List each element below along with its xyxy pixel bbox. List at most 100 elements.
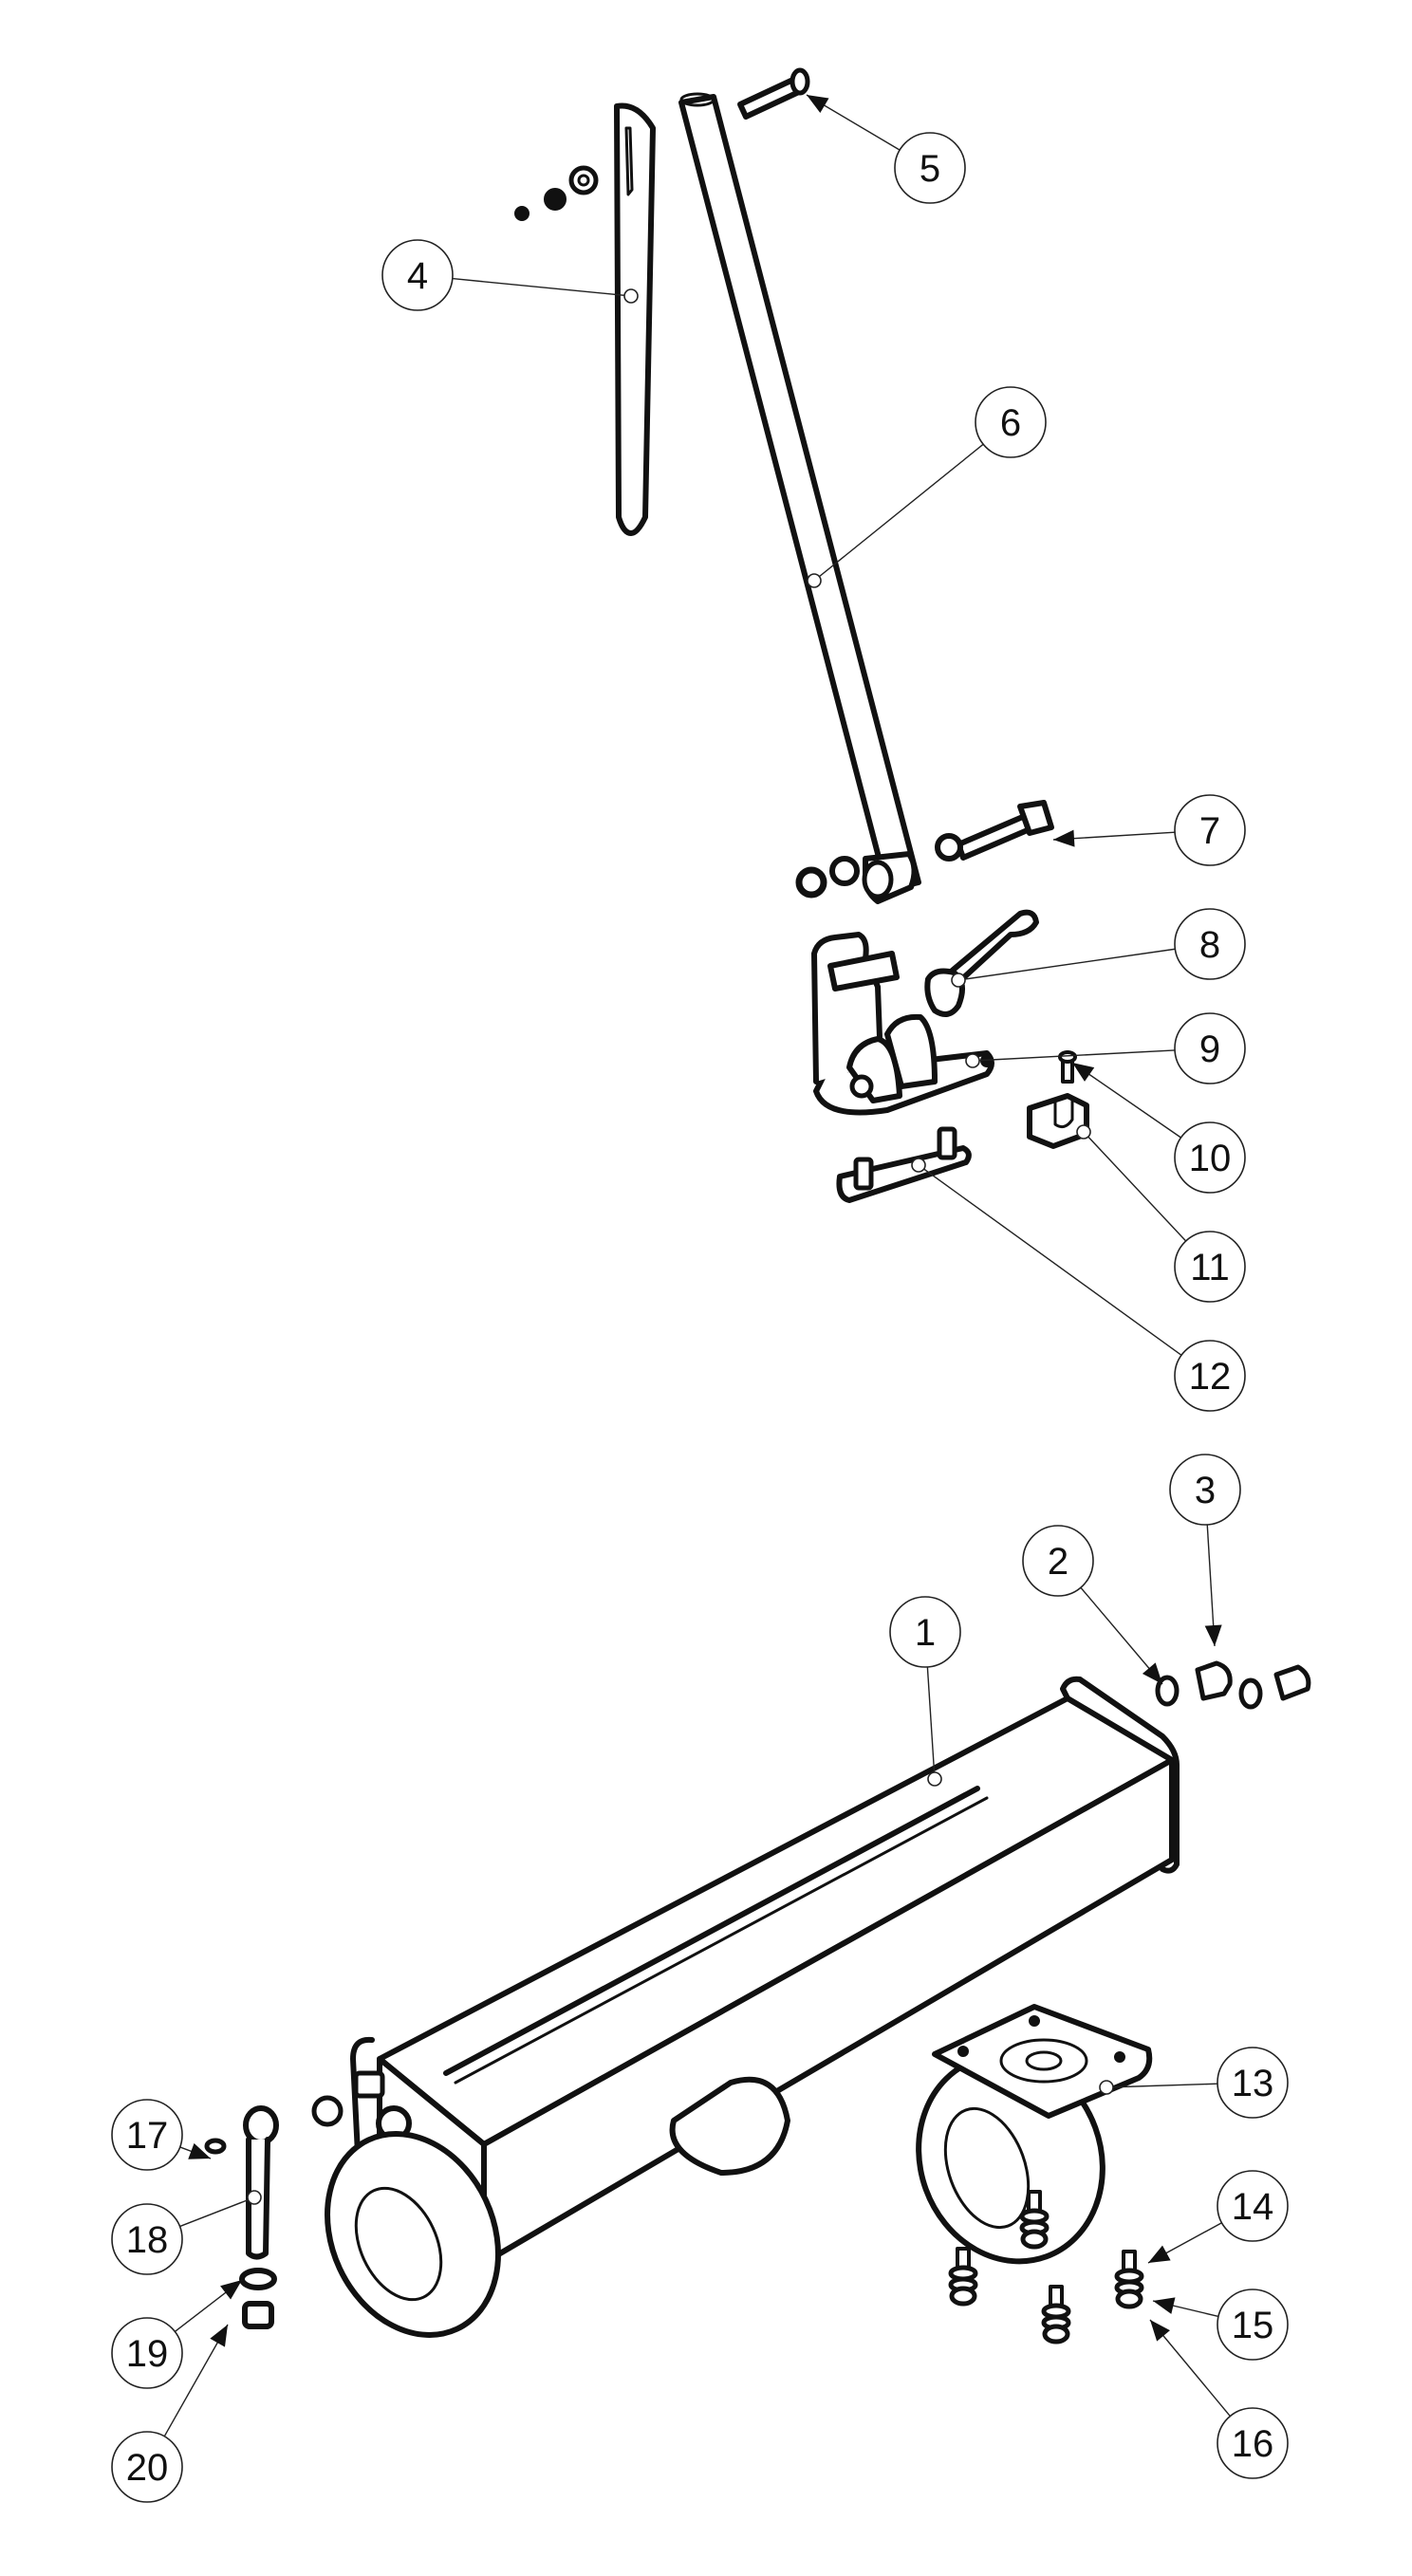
part-12-base-plate (836, 1126, 972, 1203)
balloon-number: 2 (1048, 1541, 1068, 1583)
balloon-circle (1217, 2170, 1289, 2242)
balloon-circle (1217, 2047, 1289, 2119)
leader-dot-icon (965, 1053, 980, 1068)
leader-dot-icon (1099, 2080, 1114, 2095)
arrowhead-icon (1053, 829, 1075, 847)
leader-dot-icon (927, 1771, 942, 1787)
part-4-tapered-handle (514, 102, 656, 536)
balloon-number: 1 (915, 1612, 936, 1654)
leader-line (1083, 1131, 1187, 1242)
arrowhead-icon (1072, 1063, 1095, 1082)
balloon-number: 9 (1199, 1029, 1220, 1070)
callout-10: 10 (1071, 1062, 1246, 1194)
part-6-tube-arm (678, 92, 921, 904)
balloon-circle (1217, 2407, 1289, 2479)
balloon-number: 20 (126, 2447, 169, 2489)
part-13-caster-wheels (325, 2004, 1153, 2338)
arrowhead-icon (1150, 2320, 1170, 2342)
callout-15: 15 (1152, 2289, 1289, 2361)
balloon-circle (381, 239, 454, 311)
balloon-number: 3 (1195, 1470, 1216, 1511)
callout-6: 6 (807, 386, 1047, 588)
balloon-number: 8 (1199, 924, 1220, 966)
arrowhead-icon (1204, 1624, 1222, 1646)
arrowhead-icon (807, 95, 829, 113)
part-9-bracket (811, 932, 994, 1116)
callout-19: 19 (111, 2279, 243, 2389)
leader-line (1080, 1586, 1163, 1685)
balloon-circle (111, 2431, 183, 2503)
leader-dot-icon (623, 288, 639, 304)
callout-13: 13 (1099, 2047, 1289, 2119)
part-11-clamp-block (1027, 1093, 1089, 1149)
balloon-circle (1174, 794, 1246, 866)
balloon-circle (1217, 2289, 1289, 2361)
part-10-small-screw (1058, 1050, 1077, 1084)
arrowhead-icon (1153, 2297, 1176, 2314)
leader-line (813, 443, 984, 582)
balloon-circle (1022, 1525, 1094, 1597)
leader-line (1071, 1062, 1181, 1139)
balloon-number: 11 (1190, 1247, 1230, 1288)
balloon-circle (1174, 1012, 1246, 1084)
callout-14: 14 (1147, 2170, 1289, 2264)
leader-line (179, 2196, 255, 2228)
part-14-16-bolt-sets (948, 2190, 1144, 2344)
balloon-number: 17 (126, 2115, 169, 2157)
callout-16: 16 (1149, 2319, 1289, 2479)
part-5-pin (737, 67, 810, 120)
balloon-circle (889, 1596, 961, 1668)
balloon-number: 14 (1232, 2186, 1274, 2228)
balloon-number: 12 (1189, 1356, 1232, 1398)
balloon-number: 16 (1232, 2423, 1274, 2465)
leader-line (957, 948, 1176, 981)
callout-11: 11 (1076, 1124, 1246, 1303)
callout-9: 9 (965, 1012, 1246, 1084)
leader-line (452, 277, 632, 297)
callout-3: 3 (1169, 1454, 1241, 1647)
balloon-number: 5 (920, 148, 940, 190)
callout-17: 17 (111, 2099, 212, 2171)
leader-dot-icon (911, 1158, 926, 1173)
leader-line (163, 2324, 229, 2437)
balloon-number: 4 (407, 255, 428, 297)
balloon-number: 18 (126, 2219, 169, 2261)
arrowhead-icon (1148, 2245, 1171, 2263)
part-8-clamp-lever (924, 909, 1039, 1017)
arrowhead-icon (188, 2142, 211, 2159)
part-7-hex-bolt (795, 800, 1054, 899)
leader-line (926, 1666, 936, 1780)
balloon-circle (1174, 1340, 1246, 1412)
balloon-circle (111, 2099, 183, 2171)
callout-4: 4 (381, 239, 639, 311)
balloon-number: 6 (1000, 402, 1021, 444)
balloon-circle (111, 2317, 183, 2389)
arrowhead-icon (220, 2280, 242, 2300)
callout-8: 8 (951, 908, 1246, 988)
leader-dot-icon (807, 573, 822, 588)
balloon-circle (975, 386, 1047, 458)
callout-12: 12 (911, 1158, 1246, 1412)
balloon-number: 7 (1199, 810, 1220, 852)
leader-line (1149, 2319, 1231, 2417)
balloon-number: 15 (1232, 2305, 1274, 2346)
callout-7: 7 (1052, 794, 1246, 866)
leader-line (918, 1164, 1182, 1356)
part-17-20-eye-bolt-set (204, 2105, 279, 2329)
callout-2: 2 (1022, 1525, 1163, 1685)
balloon-number: 13 (1232, 2063, 1274, 2104)
leader-line (972, 1049, 1176, 1062)
callout-20: 20 (111, 2324, 229, 2503)
leader-line (1105, 2083, 1218, 2088)
balloon-circle (1174, 1121, 1246, 1194)
balloon-circle (1174, 908, 1246, 980)
callout-18: 18 (111, 2190, 262, 2275)
leader-dot-icon (951, 973, 966, 988)
leader-dot-icon (247, 2190, 262, 2205)
callout-1: 1 (889, 1596, 961, 1787)
leader-dot-icon (1076, 1124, 1091, 1140)
part-2-3-washer-bolt (1155, 1660, 1311, 1710)
arrowhead-icon (210, 2325, 228, 2347)
